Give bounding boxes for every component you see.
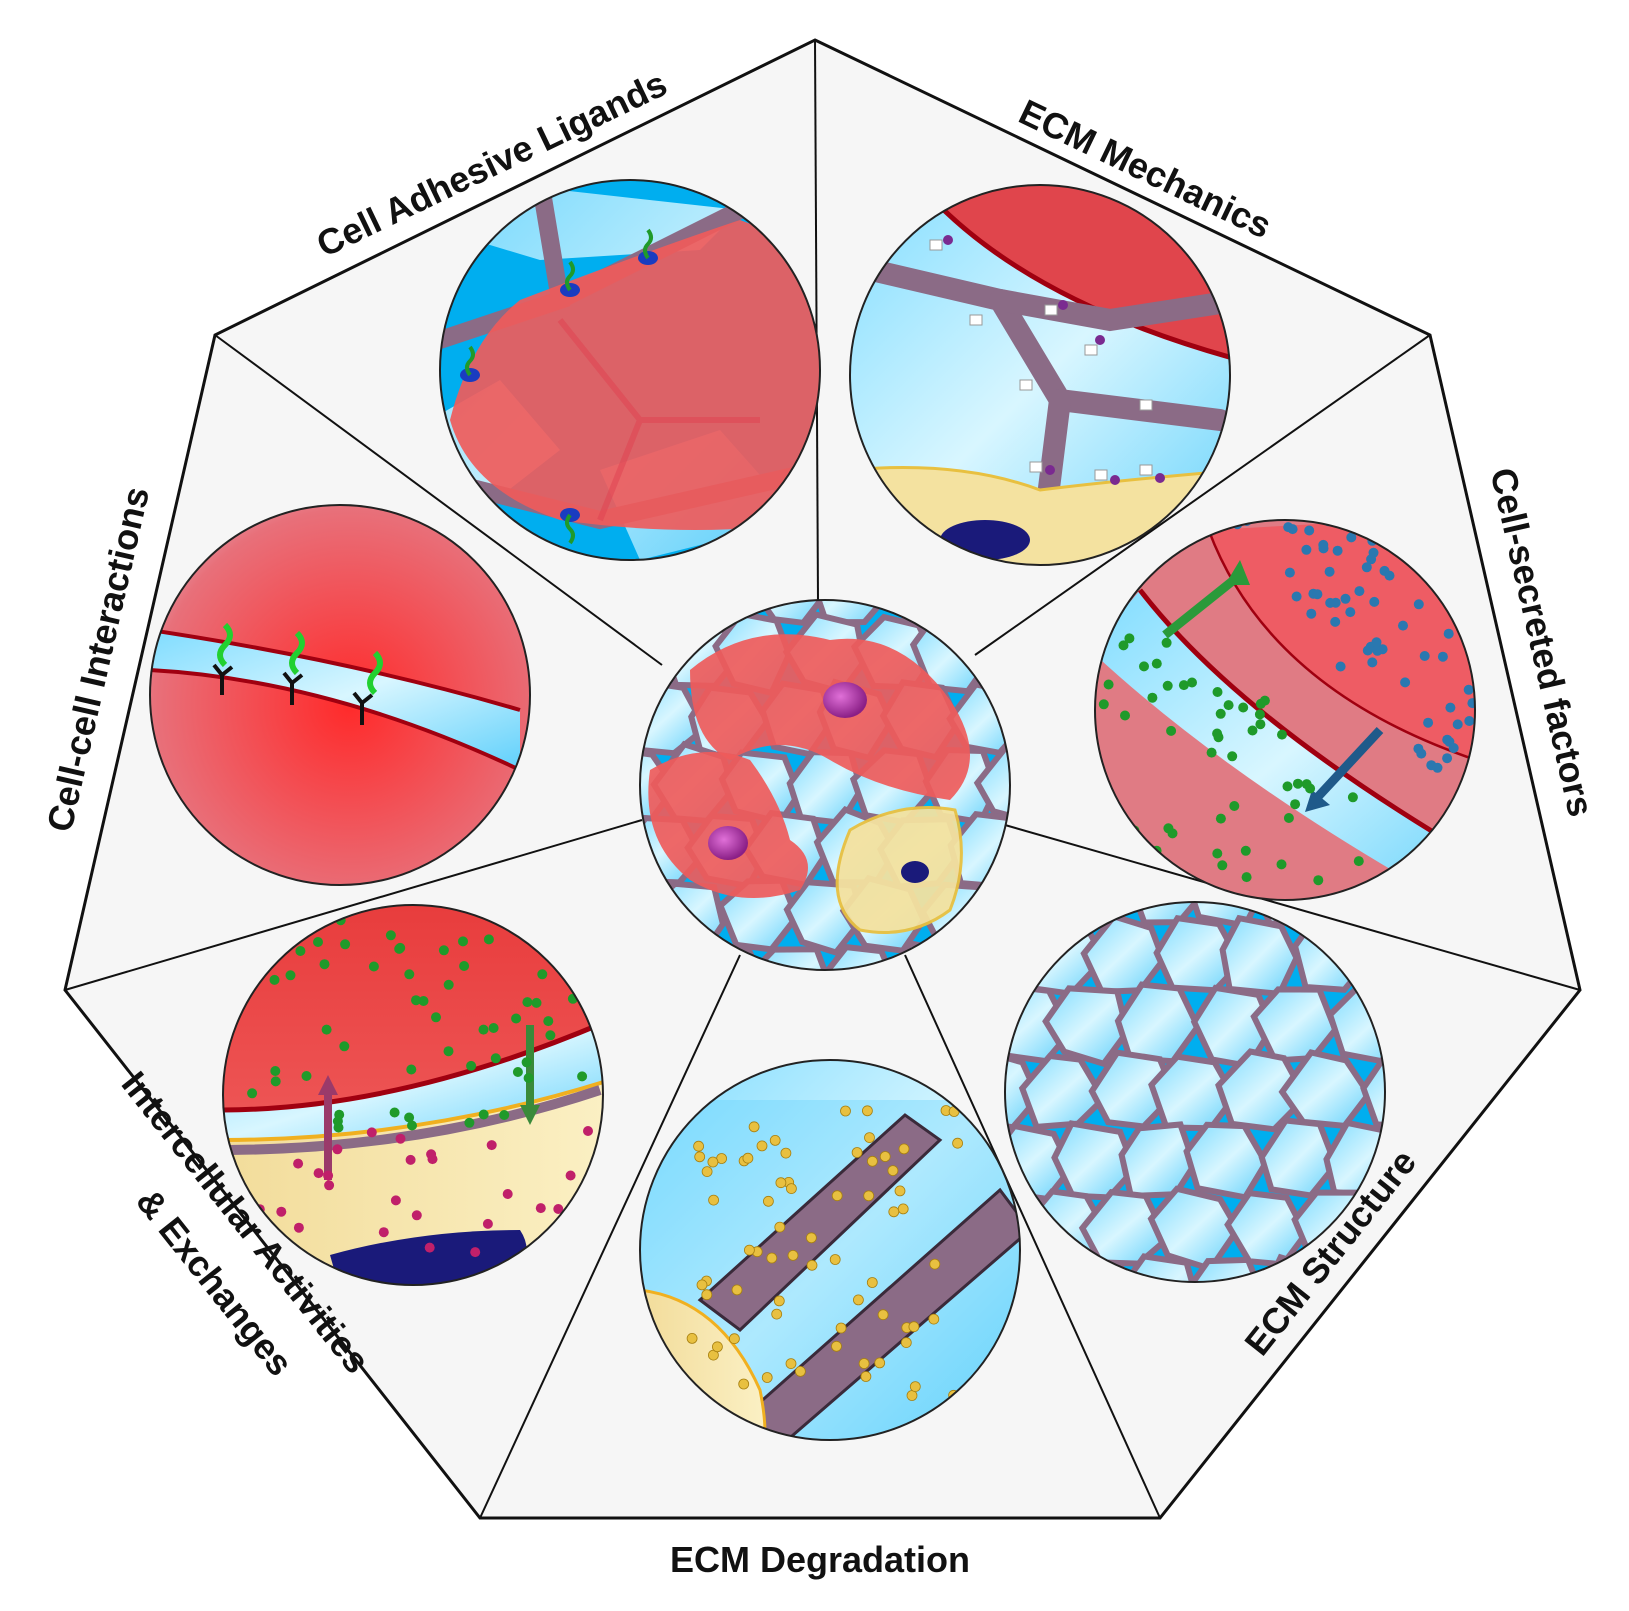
spoke-lower-right	[904, 954, 1161, 1519]
circle-intercellular-activities	[222, 904, 604, 1286]
spoke-lower-left	[479, 954, 741, 1519]
spoke-upper-right	[974, 334, 1431, 656]
spoke-top	[814, 39, 819, 603]
label-ecm-degradation: ECM Degradation	[670, 1539, 970, 1580]
spoke-right	[1004, 824, 1581, 991]
circle-ecm-degradation	[639, 1059, 1021, 1441]
spoke-upper-left	[214, 334, 663, 666]
spoke-left	[64, 819, 643, 991]
circle-cell-adhesive-ligands	[439, 179, 821, 561]
circle-cell-cell-interactions	[149, 504, 531, 886]
